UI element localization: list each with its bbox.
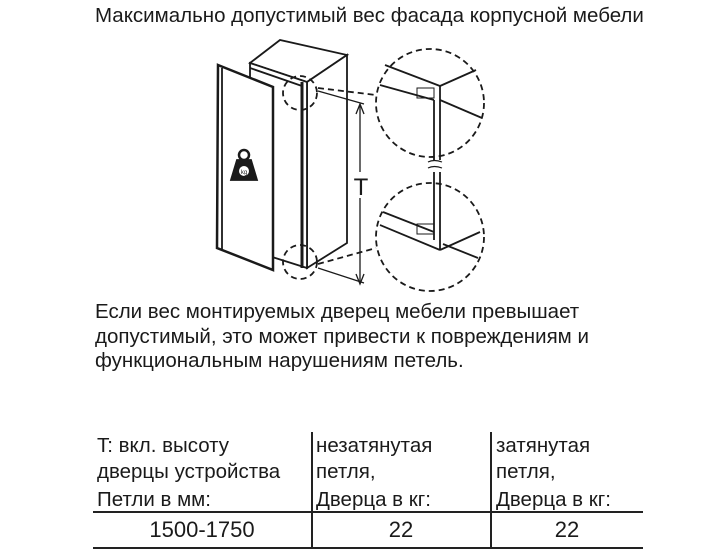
table-bottom-border [93, 547, 643, 549]
header-text: петля, [496, 460, 556, 483]
svg-text:kg: kg [241, 170, 247, 176]
cell-tightened-weight: 22 [554, 517, 580, 542]
weight-kg-icon: kg [229, 148, 259, 181]
page-title: Максимально допустимый вес фасада корпус… [95, 4, 644, 27]
header-text: затянутая [496, 434, 591, 457]
height-dimension: T [317, 90, 370, 286]
hinge-diagram: kg T [215, 39, 485, 292]
cell-untightened-weight: 22 [388, 517, 414, 542]
header-text: петля, [316, 460, 376, 483]
detail-top [379, 64, 483, 160]
cell-height-range: 1500-1750 [149, 517, 255, 542]
header-text: Дверца в кг: [496, 488, 611, 511]
detail-callouts [282, 48, 485, 292]
header-text: дверцы устройства [97, 460, 281, 483]
header-tightened: затянутая петля, Дверца в кг: [496, 433, 611, 513]
header-text: незатянутая [316, 434, 433, 457]
warning-paragraph: Если вес монтируемых дверец мебели превы… [95, 300, 589, 372]
header-divider [93, 511, 643, 513]
detail-bottom [379, 159, 481, 259]
header-untightened: незатянутая петля, Дверца в кг: [316, 433, 432, 513]
column-divider [490, 432, 492, 548]
header-height: T: вкл. высоту дверцы устройства Петли в… [97, 433, 280, 513]
header-text: Дверца в кг: [316, 488, 431, 511]
dimension-t-label: T [354, 174, 369, 201]
header-text: T: вкл. высоту [97, 434, 230, 457]
column-divider [311, 432, 313, 548]
header-text: Петли в мм: [97, 488, 211, 511]
